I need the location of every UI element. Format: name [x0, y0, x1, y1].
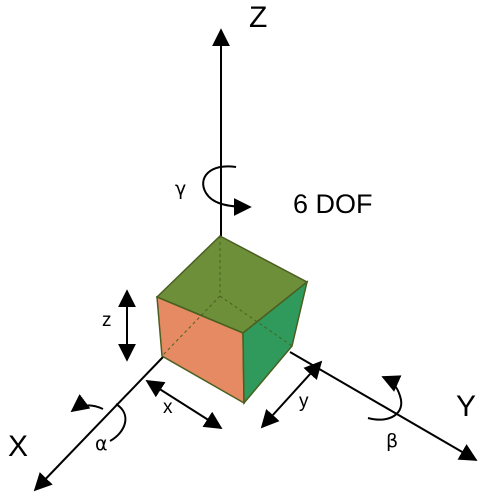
y-translation-label: y — [299, 391, 309, 412]
y-axis-label: Y — [456, 390, 477, 423]
x-axis-label: X — [8, 430, 29, 463]
x-translation-label: x — [163, 397, 173, 418]
x-translation-arrow — [145, 380, 223, 429]
gamma-label: γ — [175, 178, 187, 200]
cube-hidden-edge — [161, 295, 221, 357]
z-translation-label: z — [102, 310, 112, 331]
y-axis — [289, 351, 478, 461]
six-dof-title: 6 DOF — [293, 189, 373, 219]
cube-front-right-face — [242, 280, 309, 406]
y-translation-arrow — [260, 360, 323, 429]
gamma-rotation-arrow — [202, 165, 252, 216]
x-axis — [33, 356, 164, 492]
z-axis-label: Z — [249, 1, 268, 34]
beta-rotation-arrow — [367, 375, 403, 421]
alpha-label: α — [95, 433, 108, 455]
cube — [155, 235, 309, 406]
cube-hidden-edge — [219, 295, 293, 347]
alpha-rotation-arrow — [72, 404, 127, 442]
beta-label: β — [386, 430, 399, 452]
